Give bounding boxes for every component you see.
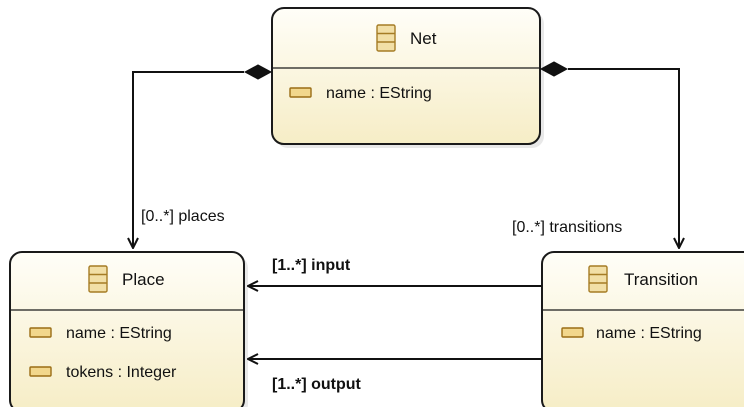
attribute-label: name : EString	[596, 325, 702, 342]
reference-line	[568, 68, 679, 248]
attribute-row[interactable]: name : EString	[29, 325, 172, 342]
class-icon	[88, 265, 108, 293]
class-icon	[376, 24, 396, 52]
reference-places[interactable]: [0..*] places	[133, 64, 273, 248]
class-title: Transition	[624, 270, 698, 289]
reference-transitions[interactable]: [0..*] transitions	[512, 61, 679, 248]
attribute-icon	[29, 327, 52, 338]
class-title: Place	[122, 270, 165, 289]
class-icon	[588, 265, 608, 293]
reference-label: [1..*] output	[272, 376, 362, 393]
class-place[interactable]: Place name : EString tokens : Integer	[9, 251, 248, 407]
composition-diamond-icon	[539, 61, 569, 77]
class-title: Net	[410, 29, 437, 48]
attribute-icon	[561, 327, 584, 338]
reference-label: [1..*] input	[272, 257, 351, 274]
reference-label: [0..*] transitions	[512, 219, 622, 236]
attribute-label: name : EString	[326, 85, 432, 102]
class-transition[interactable]: Transition name : EString	[541, 251, 744, 407]
attribute-icon	[29, 366, 52, 377]
composition-diamond-icon	[243, 64, 273, 80]
class-net[interactable]: Net name : EString	[271, 7, 544, 148]
attribute-row[interactable]: name : EString	[561, 325, 702, 342]
reference-line	[133, 71, 244, 248]
attribute-label: tokens : Integer	[66, 364, 177, 381]
reference-label: [0..*] places	[141, 208, 225, 225]
reference-input[interactable]: [1..*] input	[248, 257, 542, 286]
attribute-row[interactable]: name : EString	[289, 85, 432, 102]
attribute-label: name : EString	[66, 325, 172, 342]
attribute-row[interactable]: tokens : Integer	[29, 364, 177, 381]
reference-output[interactable]: [1..*] output	[248, 359, 542, 393]
attribute-icon	[289, 87, 312, 98]
